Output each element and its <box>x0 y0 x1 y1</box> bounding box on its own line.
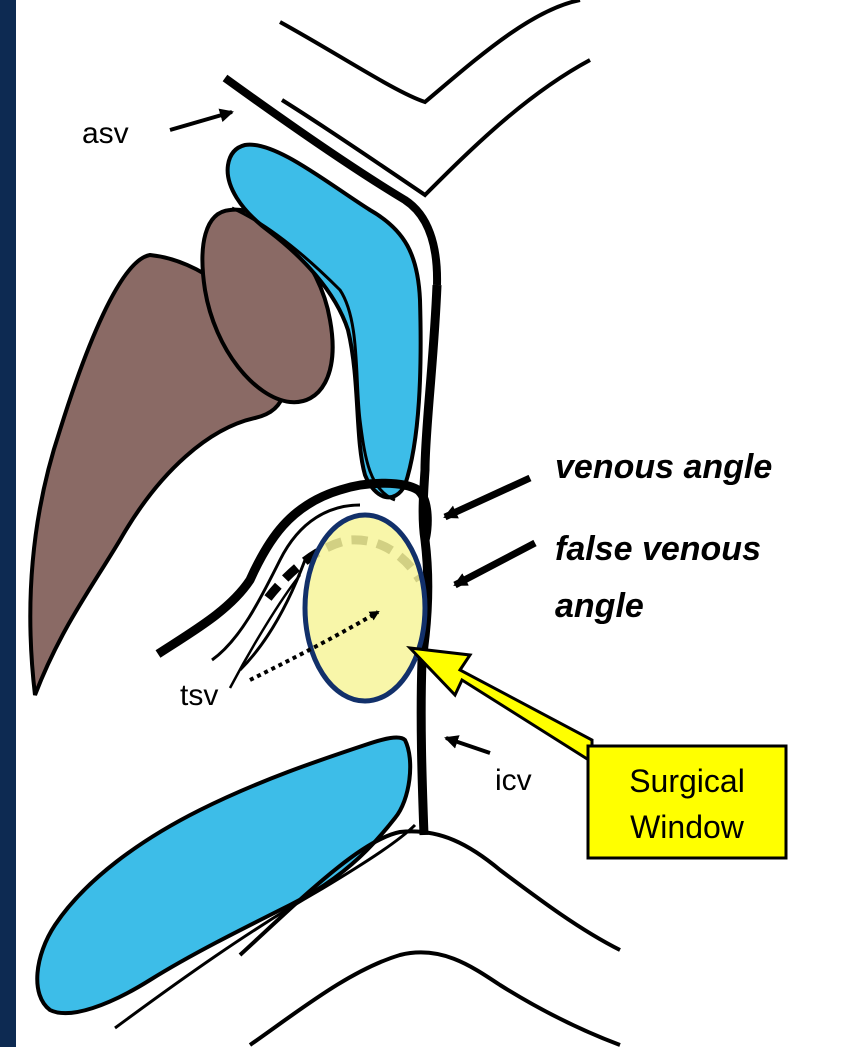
tsv-label: tsv <box>180 679 218 712</box>
surgical-window-ellipse <box>305 515 425 701</box>
false-venous-angle-label-line2: angle <box>555 587 644 625</box>
false-venous-angle-label-line1: false venous <box>555 530 761 568</box>
surgical-window-label-line2: Window <box>630 809 745 845</box>
asv-label: asv <box>82 117 129 150</box>
icv-label: icv <box>495 764 532 797</box>
venous-angle-label: venous angle <box>555 448 772 486</box>
surgical-window-label-line1: Surgical <box>629 763 745 799</box>
